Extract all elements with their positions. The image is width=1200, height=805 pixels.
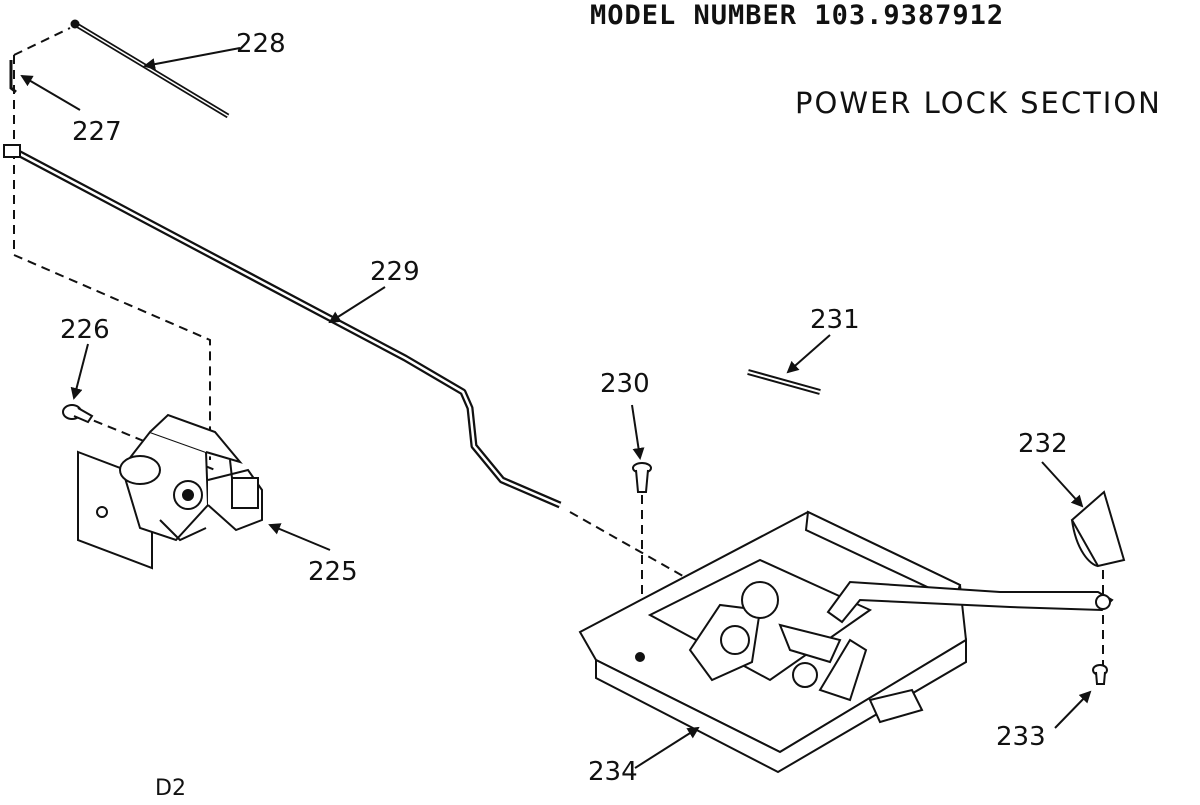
leader-233: [1054, 690, 1092, 729]
label-231: 231: [810, 305, 860, 335]
leader-232: [1041, 461, 1084, 508]
model-number: MODEL NUMBER 103.9387912: [590, 0, 1005, 31]
leader-230: [631, 404, 645, 460]
section-title: POWER LOCK SECTION: [795, 86, 1162, 120]
dashed-assembly-lines: [13, 27, 1104, 665]
label-232: 232: [1018, 429, 1068, 459]
leader-225: [268, 523, 331, 551]
label-234: 234: [588, 757, 638, 787]
part-227-clip: [9, 60, 17, 94]
label-230: 230: [600, 369, 650, 399]
part-lever-arm: [826, 580, 1114, 624]
sheet-code: D2: [155, 776, 186, 801]
leader-231: [786, 334, 831, 374]
label-228: 228: [236, 29, 286, 59]
part-231-pin: [747, 369, 821, 395]
leader-226: [70, 343, 89, 400]
label-225: 225: [308, 557, 358, 587]
part-226-screw: [62, 404, 94, 424]
part-234-base-plate: [578, 510, 968, 774]
leader-229: [328, 286, 386, 324]
part-230-screw: [632, 462, 652, 493]
leader-227: [20, 74, 81, 111]
part-225-motor-assembly: [77, 413, 263, 570]
part-labels: 228 227 229 226 225 230 231 232 233 234: [60, 29, 1068, 787]
label-229: 229: [370, 257, 420, 287]
part-228-rod: [70, 19, 230, 119]
leader-228: [143, 47, 241, 71]
leader-arrows: [20, 47, 1092, 769]
label-227: 227: [72, 117, 122, 147]
part-233-screw: [1092, 664, 1108, 685]
label-226: 226: [60, 315, 110, 345]
label-233: 233: [996, 722, 1046, 752]
part-229-link-rod: [3, 144, 562, 509]
part-232-knob: [1070, 490, 1126, 568]
leader-234: [634, 726, 700, 769]
